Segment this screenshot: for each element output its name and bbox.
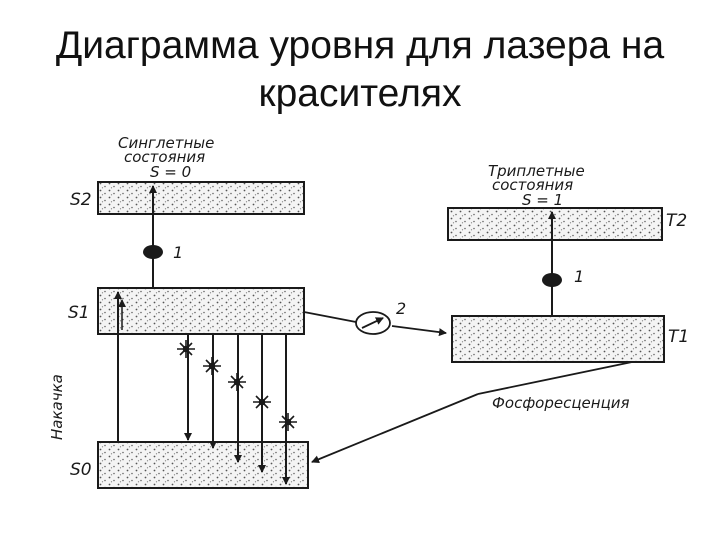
pump-arrows <box>114 291 126 442</box>
phosphorescence-label: Фосфоресценция <box>492 394 630 412</box>
intersystem-crossing-arrow <box>391 325 447 337</box>
t2-label: T2 <box>666 211 687 231</box>
title-line-1: Диаграмма уровня для лазера на <box>55 24 665 67</box>
t1-band <box>451 315 665 363</box>
singlet-header-line-1: Синглетные <box>118 134 214 152</box>
singlet-absorption-dot <box>143 245 163 259</box>
singlet-header-line-2: состояния <box>124 148 205 166</box>
t1-label: T1 <box>668 327 689 347</box>
t2-band <box>447 207 663 241</box>
triplet-header-line-2: состояния <box>492 176 573 194</box>
phosphorescence-line <box>477 361 633 395</box>
s2-label: S2 <box>70 190 92 210</box>
photon-burst-icon <box>203 357 221 375</box>
s0-label: S0 <box>70 460 92 480</box>
singlet-spin-label: S = 0 <box>150 163 191 181</box>
photon-bursts <box>177 340 297 431</box>
s2-band <box>97 181 305 215</box>
triplet-header: Триплетные состояния S = 1 <box>488 162 585 209</box>
photon-burst-icon <box>279 413 297 431</box>
title-line-2: красителях <box>258 72 462 115</box>
phosphorescence-arrow <box>311 393 479 464</box>
triplet-spin-label: S = 1 <box>522 191 563 209</box>
intersystem-crossing-line <box>303 311 357 323</box>
s1-band <box>97 287 305 335</box>
singlet-header: Синглетные состояния S = 0 <box>118 134 214 181</box>
triplet-header-line-1: Триплетные <box>488 162 585 180</box>
photon-burst-icon <box>253 393 271 411</box>
s1-label: S1 <box>68 303 90 323</box>
triplet-absorption-dot <box>542 273 562 287</box>
singlet-transition-marker: 1 <box>173 243 183 262</box>
triplet-transition-marker: 1 <box>574 267 584 286</box>
s0-band <box>97 441 309 489</box>
pump-label: Накачка <box>48 374 66 440</box>
intersystem-crossing-inner-arrow <box>361 317 384 329</box>
slide-title: Диаграмма уровня для лазера на красителя… <box>0 22 720 118</box>
photon-burst-icon <box>177 340 195 358</box>
photon-burst-icon <box>228 373 246 391</box>
intersystem-crossing-marker: 2 <box>396 299 406 318</box>
